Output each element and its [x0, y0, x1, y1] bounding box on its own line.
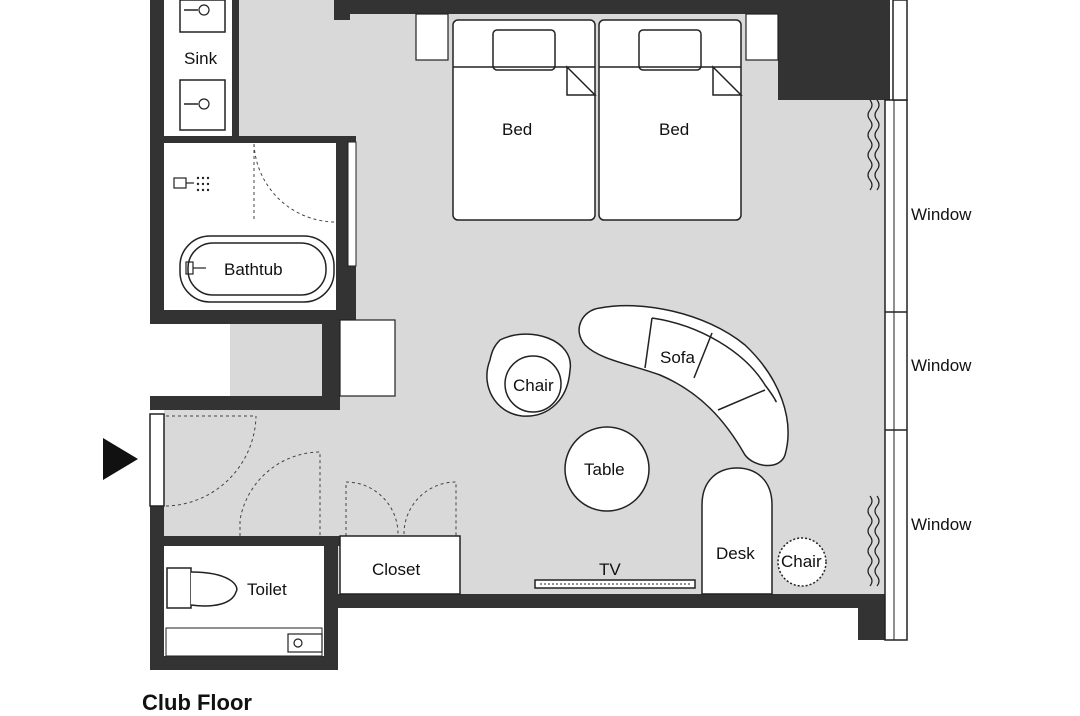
- tv-label: TV: [599, 560, 621, 579]
- bed-left: [452, 19, 597, 221]
- window-label-1: Window: [911, 205, 972, 224]
- closet: [239, 451, 461, 595]
- lounge-chair: [486, 333, 571, 417]
- toilet-label: Toilet: [247, 580, 287, 599]
- shower-icon: [173, 143, 335, 223]
- desk-chair: [777, 537, 827, 587]
- window-label-3: Window: [911, 515, 972, 534]
- toilet: [165, 567, 323, 657]
- window-label-2: Window: [911, 356, 972, 375]
- bathtub: [179, 235, 335, 303]
- entry-floor: [164, 410, 344, 536]
- sink-top: [179, 0, 226, 33]
- walls: [150, 0, 890, 670]
- nightstand-right: [745, 13, 779, 61]
- entry-door-swing: [165, 415, 257, 507]
- floor-caption: Club Floor: [142, 690, 252, 715]
- sofa-label: Sofa: [660, 348, 696, 367]
- bed-left-label: Bed: [502, 120, 532, 139]
- entry-door-frame: [149, 413, 165, 507]
- closet-label: Closet: [372, 560, 420, 579]
- sink-bottom: [179, 79, 226, 131]
- desk-chair-label: Chair: [781, 552, 822, 571]
- desk-label: Desk: [716, 544, 755, 563]
- entry-arrow-icon: [103, 438, 138, 480]
- nightstand-left: [415, 13, 449, 61]
- shower-area: [166, 142, 336, 226]
- desk: [701, 467, 773, 595]
- lounge-chair-label: Chair: [513, 376, 554, 395]
- sink-label: Sink: [184, 49, 218, 68]
- round-table: [564, 426, 650, 512]
- tv-unit: [534, 579, 696, 589]
- window-wall: [867, 0, 908, 641]
- floor-plan: Window Window Window Sink Bathtub: [103, 0, 972, 670]
- bed-right: [598, 19, 743, 221]
- bathtub-label: Bathtub: [224, 260, 283, 279]
- entry-cabinet: [339, 319, 396, 397]
- table-label: Table: [584, 460, 625, 479]
- bath-door-frame: [347, 141, 357, 267]
- bed-right-label: Bed: [659, 120, 689, 139]
- sofa: [578, 304, 789, 467]
